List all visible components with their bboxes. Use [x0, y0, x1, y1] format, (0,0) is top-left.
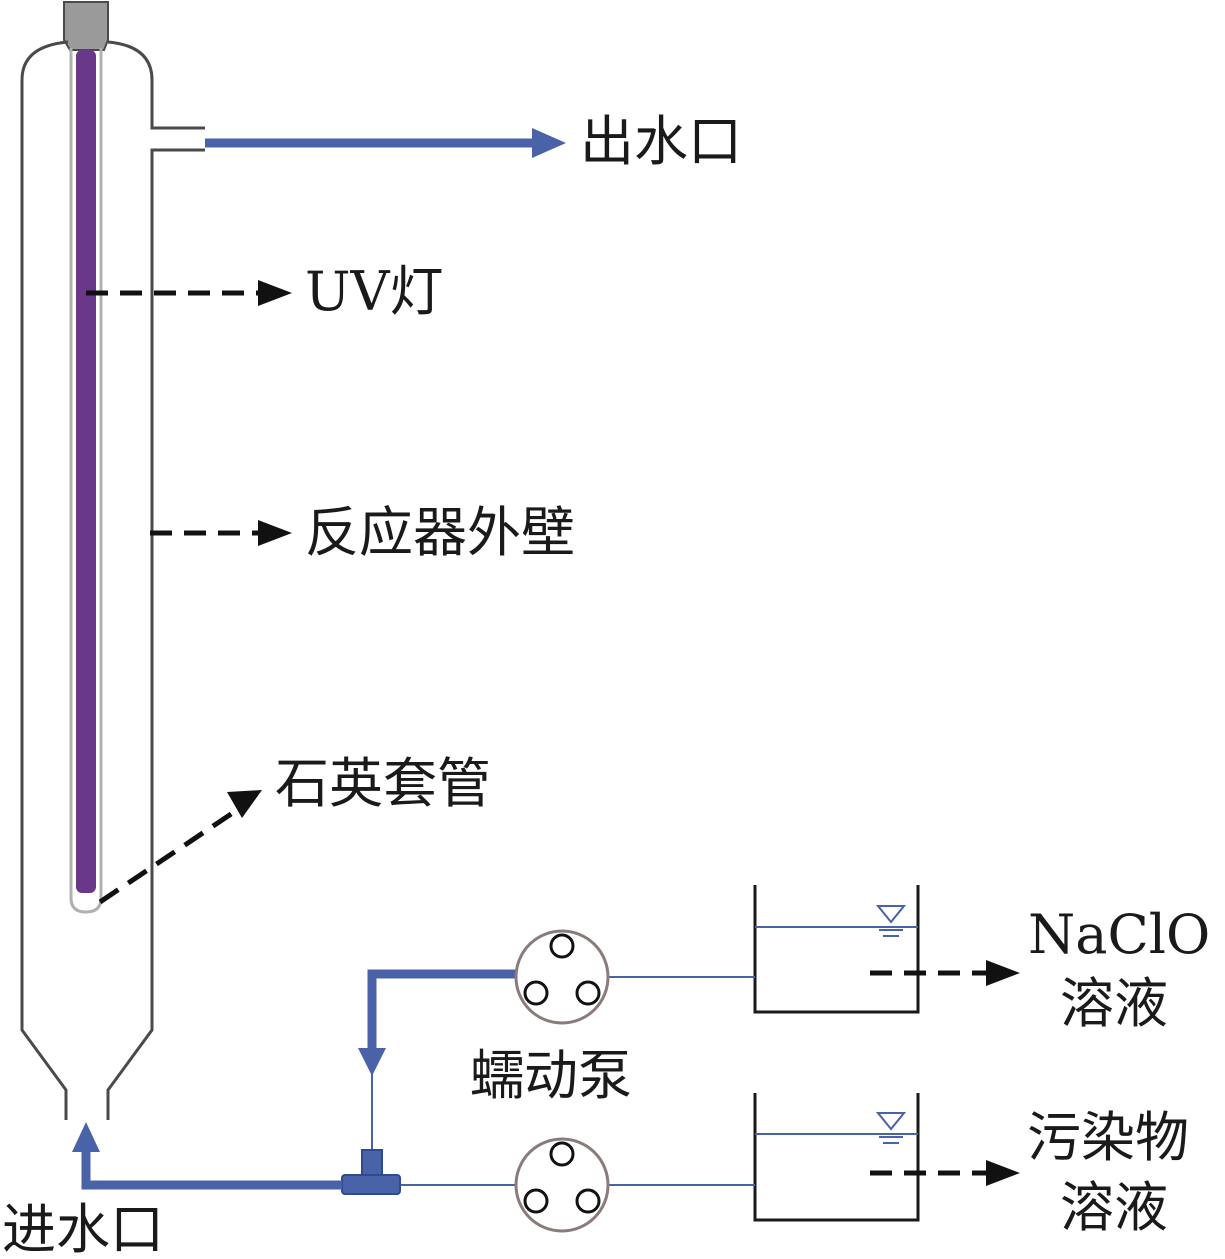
naclo-tank: [753, 885, 920, 1014]
outlet-flow-arrowhead: [532, 128, 566, 158]
naclo-flow-line: [367, 969, 515, 1050]
pollutant-label-line1: 污染物: [1027, 1106, 1189, 1169]
inlet-flow-line: [81, 1150, 342, 1190]
lamp-cap: [63, 1, 109, 51]
quartz-sleeve-pointer-arrowhead: [227, 790, 262, 818]
pump-label: 蠕动泵: [470, 1044, 632, 1107]
pollutant-water-level-icon: [875, 1112, 907, 1144]
naclo-label-line2: 溶液: [1060, 972, 1168, 1035]
uv-lamp-label: UV灯: [305, 260, 444, 323]
naclo-water-level-icon: [875, 905, 907, 937]
reactor-wall-label: 反应器外壁: [305, 501, 575, 564]
peristaltic-pump-naclo: [514, 929, 610, 1025]
reactor-outer-wall: [20, 40, 205, 1120]
quartz-sleeve-label: 石英套管: [275, 752, 491, 815]
reactor-wall-pointer-arrowhead: [258, 520, 292, 546]
naclo-flow-arrowhead: [358, 1048, 386, 1076]
quartz-sleeve-pointer-line: [98, 805, 242, 905]
tee-fitting: [341, 1174, 401, 1195]
uv-lamp-pointer-arrowhead: [258, 280, 292, 306]
peristaltic-pump-pollutant: [514, 1137, 610, 1233]
pollutant-tank-pointer-arrowhead: [986, 1160, 1020, 1186]
pollutant-label-line2: 溶液: [1060, 1176, 1168, 1239]
naclo-tank-pointer-arrowhead: [986, 960, 1020, 986]
inlet-label: 进水口: [2, 1198, 164, 1259]
naclo-label-line1: NaClO: [1028, 903, 1210, 966]
pollutant-tank: [753, 1093, 920, 1222]
quartz-sleeve: [69, 48, 103, 914]
inlet-flow-arrowhead: [72, 1122, 100, 1152]
tee-stem: [361, 1149, 383, 1179]
outlet-label: 出水口: [580, 110, 742, 173]
uv-lamp: [76, 50, 96, 893]
